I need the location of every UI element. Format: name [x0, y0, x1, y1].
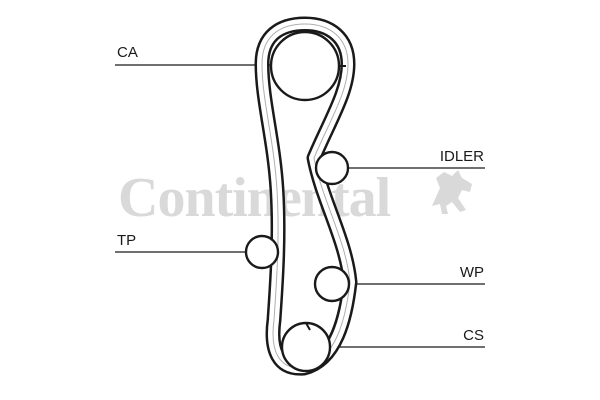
tp-pulley: [244, 234, 280, 270]
idler-pulley: [314, 150, 350, 186]
ca-pulley: [269, 30, 346, 102]
wp-label: WP: [460, 264, 484, 281]
idler-label: IDLER: [440, 148, 484, 165]
tp-label: TP: [117, 232, 136, 249]
brand-watermark: Continental: [118, 167, 472, 229]
cs-label: CS: [463, 327, 484, 344]
ca-label: CA: [117, 44, 138, 61]
cs-pulley: [280, 321, 332, 373]
horse-logo-icon: [432, 170, 472, 214]
wp-pulley: [313, 265, 351, 303]
watermark-logo-text: Continental: [118, 167, 391, 229]
cs-timing-mark: [305, 322, 311, 331]
